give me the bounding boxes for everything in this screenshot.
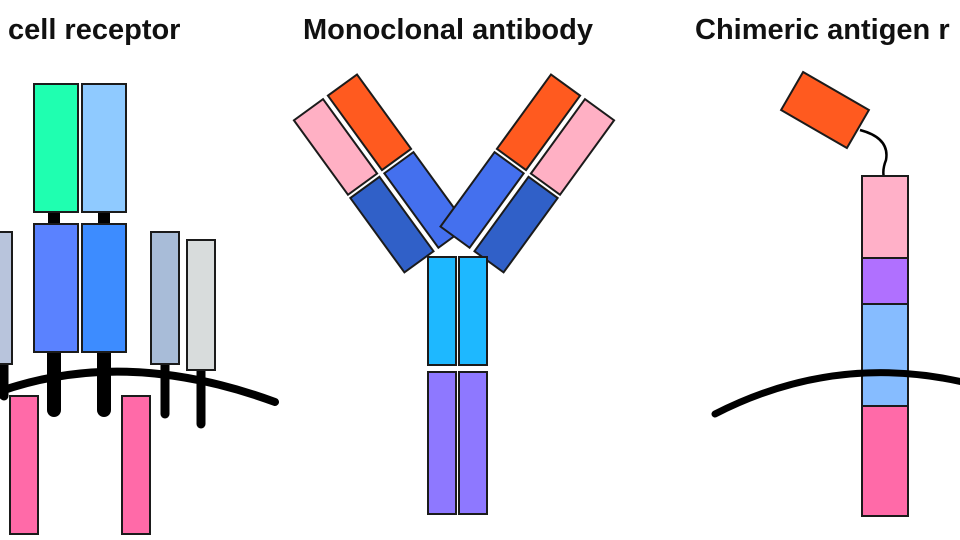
car-cell-membrane — [711, 369, 960, 418]
car-signaling-domain — [861, 405, 909, 517]
antibody-figure — [292, 73, 616, 515]
tcr-cell-membrane — [0, 367, 279, 406]
tcr-title: cell receptor — [8, 14, 181, 46]
car-transmembrane-domain — [861, 257, 909, 305]
antibody-right-light-variable — [529, 97, 616, 197]
tcr-cd3-far-left — [0, 231, 13, 365]
antibody-hinge-left — [427, 256, 457, 366]
car-linker — [859, 128, 888, 179]
antibody-fc-left — [427, 371, 457, 515]
antibody-right-light-constant — [473, 175, 560, 274]
tcr-alpha-variable — [33, 83, 79, 213]
car-title: Chimeric antigen r — [695, 14, 950, 46]
car-scfv-domain — [779, 70, 871, 150]
antibody-right-arm — [439, 73, 616, 274]
car-scfv — [779, 70, 871, 150]
tcr-cytoplasmic-right — [121, 395, 151, 535]
antibody-left-heavy-variable — [326, 73, 413, 172]
antibody-fc-right — [458, 371, 488, 515]
tcr-link-right — [98, 210, 110, 226]
car-figure — [711, 70, 960, 517]
antibody-right-heavy-variable — [495, 73, 582, 172]
car-costimulatory-domain — [861, 303, 909, 407]
tcr-cytoplasmic-left — [9, 395, 39, 535]
car-hinge-domain — [861, 175, 909, 259]
tcr-link-left — [48, 210, 60, 226]
antibody-right-heavy-constant — [439, 150, 526, 250]
antibody-left-arm — [292, 73, 469, 274]
tcr-alpha-constant — [33, 223, 79, 353]
tcr-figure — [0, 83, 279, 535]
tcr-cd3-side-grey — [186, 239, 216, 371]
antibody-hinge-right — [458, 256, 488, 366]
tcr-cd3-side-blue — [150, 231, 180, 365]
antibody-left-light-variable — [292, 97, 379, 197]
tcr-beta-constant — [81, 223, 127, 353]
antibody-left-light-constant — [348, 175, 435, 274]
tcr-beta-variable — [81, 83, 127, 213]
antibody-title: Monoclonal antibody — [303, 14, 593, 46]
